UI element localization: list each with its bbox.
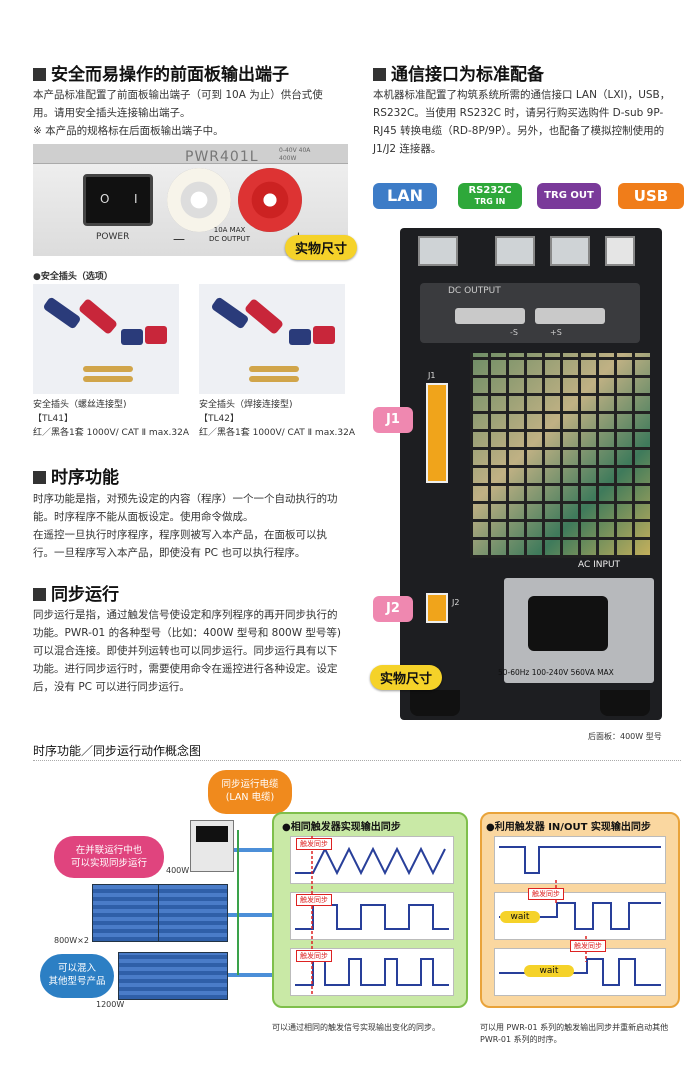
lan-port[interactable] — [418, 236, 458, 266]
ac-input-label: AC INPUT — [578, 560, 621, 570]
front-panel-photo: PWR401L 0-40V 40A 400W O I POWER — + 10A… — [33, 144, 348, 256]
parallel-bubble: 在并联运行中也 可以实现同步运行 — [54, 836, 164, 878]
same-trigger-panel-title: ●相同触发器实现输出同步 — [282, 822, 401, 833]
comm-interface-title: 通信接口为标准配备 — [373, 60, 544, 85]
model-label: PWR401L — [185, 149, 259, 165]
dc-output-terminal-right[interactable] — [535, 308, 605, 324]
scope-right-1 — [494, 836, 666, 884]
dc-output-label: 10A MAX DC OUTPUT — [209, 226, 251, 243]
instrument-800w-a — [92, 884, 162, 942]
diagram-divider — [33, 760, 681, 761]
comm-interface-body: 本机器标准配置了构筑系统所需的通信接口 LAN（LXI)，USB，RS232C。… — [373, 89, 671, 155]
plug-photo-tl42 — [199, 284, 345, 394]
sequence-body: 时序功能是指，对预先设定的内容（程序）一个一个自动执行的功能。时序程序不能从面板… — [33, 493, 338, 559]
waveform-right-3 — [499, 958, 661, 986]
label-800w: 800W×2 — [54, 936, 89, 945]
usb-tag: USB — [618, 183, 684, 209]
power-label: POWER — [96, 232, 130, 242]
actual-size-badge-rear: 实物尺寸 — [370, 665, 443, 690]
cable-bubble: 同步运行电缆 (LAN 电缆) — [208, 770, 292, 814]
diagram-title: 时序功能／同步运行动作概念图 — [33, 744, 202, 758]
trg-in-tag-label: TRG IN — [474, 197, 506, 206]
trg-out-tag: TRG OUT — [537, 183, 601, 209]
switch-i-mark: I — [134, 192, 138, 206]
front-terminals-title: 安全而易操作的前面板输出端子 — [33, 60, 289, 85]
power-switch[interactable]: O I — [83, 174, 153, 226]
option-tl42-desc: 红／黑各1套 1000V/ CAT Ⅱ max.32A — [199, 428, 356, 438]
ventilation-grille — [470, 353, 650, 558]
minus-terminal[interactable] — [167, 168, 231, 232]
rear-dc-output-label: DC OUTPUT — [448, 286, 501, 296]
j2-tag: J2 — [373, 596, 413, 622]
rear-panel-photo: DC OUTPUT -S +S J1 AC INPUT 50-60Hz 100-… — [400, 228, 662, 720]
scope-left-2 — [290, 892, 454, 940]
lan-tag: LAN — [373, 183, 437, 209]
waveform-right-2 — [499, 902, 661, 930]
plus-terminal[interactable] — [238, 168, 302, 232]
same-trigger-caption: 可以通过相同的触发信号实现输出变化的同步。 — [272, 1023, 440, 1032]
usb-port[interactable] — [605, 236, 635, 266]
wait-label-1: wait — [500, 911, 540, 923]
option-tl42-name: 安全插头（焊接连接型) — [199, 400, 293, 410]
mix-bubble: 可以混入 其他型号产品 — [40, 954, 114, 998]
sense-plus-label: +S — [550, 328, 562, 337]
plug-photo-tl41 — [33, 284, 179, 394]
sync-title: 同步运行 — [33, 580, 119, 605]
model-spec: 0-40V 40A 400W — [279, 147, 311, 162]
options-heading: ●安全插头（选项） — [33, 272, 113, 282]
option-tl41-code: 【TL41】 — [33, 414, 73, 424]
trigger-label-right-1: 触发同步 — [528, 888, 564, 900]
j2-connector[interactable] — [426, 593, 448, 623]
sequence-title: 时序功能 — [33, 463, 119, 488]
wait-label-2: wait — [524, 965, 574, 977]
trigger-label-right-2: 触发同步 — [570, 940, 606, 952]
rs232c-port[interactable] — [495, 236, 535, 266]
instrument-800w-b — [158, 884, 228, 942]
waveform-right-1 — [499, 846, 661, 874]
instrument-400w — [190, 820, 234, 872]
trigger-label-left-3: 触发同步 — [296, 950, 332, 962]
trigger-label-left-2: 触发同步 — [296, 894, 332, 906]
j1-tag: J1 — [373, 407, 413, 433]
trigger-label-left-1: 触发同步 — [296, 838, 332, 850]
rs232c-tag-label: RS232C — [468, 185, 512, 196]
j1-connector[interactable] — [426, 383, 448, 483]
minus-sign: — — [173, 232, 185, 246]
switch-o-mark: O — [100, 192, 110, 206]
front-terminals-body: 本产品标准配置了前面板输出端子（可到 10A 为止）供台式使用。请用安全插头连接… — [33, 89, 323, 137]
option-tl41-desc: 红／黑各1套 1000V/ CAT Ⅱ max.32A — [33, 428, 190, 438]
ac-spec-label: 50-60Hz 100-240V 560VA MAX — [498, 668, 614, 677]
label-400w: 400W — [166, 866, 190, 875]
scope-right-3 — [494, 948, 666, 996]
option-tl41-name: 安全插头（螺丝连接型) — [33, 400, 127, 410]
ac-inlet[interactable] — [528, 596, 608, 651]
instrument-1200w — [118, 952, 228, 1000]
option-tl41-caption: 安全插头（螺丝连接型) 【TL41】 红／黑各1套 1000V/ CAT Ⅱ m… — [33, 398, 193, 440]
sync-body: 同步运行是指，通过触发信号使设定和序列程序的再开同步执行的功能。PWR-01 的… — [33, 609, 342, 693]
label-1200w: 1200W — [96, 1000, 125, 1009]
option-tl42-caption: 安全插头（焊接连接型) 【TL42】 红／黑各1套 1000V/ CAT Ⅱ m… — [199, 398, 359, 440]
option-tl42-code: 【TL42】 — [199, 414, 239, 424]
trigger-in-out-panel-title: ●利用触发器 IN/OUT 实现输出同步 — [486, 822, 651, 833]
sense-minus-label: -S — [510, 328, 518, 337]
trigger-in-out-caption: 可以用 PWR-01 系列的触发输出同步并重新启动其他 PWR-01 系列的时序… — [480, 1023, 669, 1044]
trg-out-port[interactable] — [550, 236, 590, 266]
actual-size-badge-front: 实物尺寸 — [285, 235, 358, 260]
rear-panel-caption: 后面板：400W 型号 — [588, 732, 662, 741]
dc-output-terminal-left[interactable] — [455, 308, 525, 324]
j1-small-label: J1 — [428, 371, 436, 380]
j2-small-label: J2 — [452, 598, 460, 607]
rs232c-tag: RS232C TRG IN — [458, 183, 522, 209]
